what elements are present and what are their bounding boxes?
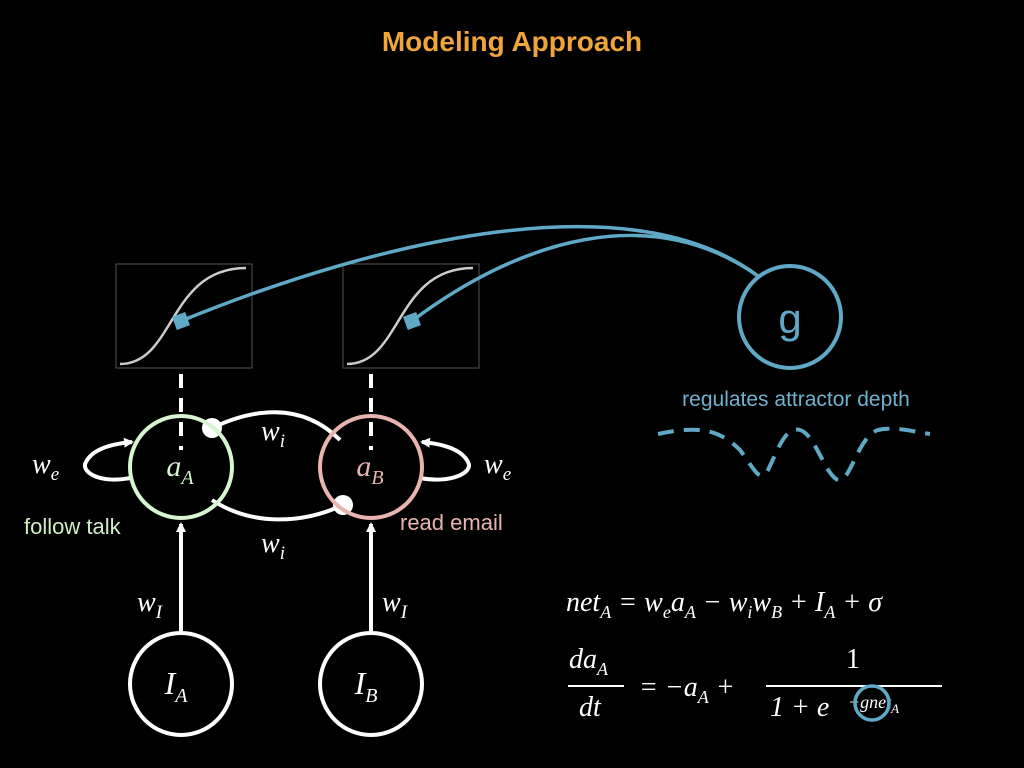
- weight-wi-bottom: wi: [261, 528, 285, 564]
- self-loop-a: [82, 437, 134, 482]
- node-g-label: g: [778, 295, 801, 342]
- inhibit-b-to-a: [211, 410, 342, 442]
- gain-marker-b-icon: [403, 312, 421, 330]
- weight-wI-right: wI: [382, 587, 409, 623]
- self-loop-b: [419, 437, 471, 482]
- label-follow-talk: follow talk: [24, 514, 122, 539]
- node-aA-label: aA: [166, 450, 194, 489]
- svg-text:dt: dt: [579, 692, 602, 723]
- label-read-email: read email: [400, 510, 503, 535]
- node-aB-label: aB: [356, 450, 383, 489]
- attractor-landscape: [657, 426, 931, 483]
- node-aB: [318, 414, 424, 520]
- regulates-label: regulates attractor depth: [682, 388, 910, 411]
- node-IB: [318, 631, 424, 737]
- sigmoid-curve-icon: [346, 266, 474, 366]
- node-aA: [128, 414, 234, 520]
- node-IA: [128, 631, 234, 737]
- node-IA-label: IA: [164, 665, 189, 707]
- slide-title: Modeling Approach: [381, 26, 643, 57]
- inhibitory-dot-bottom-icon: [333, 495, 353, 515]
- weight-wi-top: wi: [261, 416, 285, 452]
- gain-link-b: [410, 233, 760, 323]
- sigmoid-plot-b: [342, 263, 480, 369]
- node-IB-label: IB: [354, 665, 378, 707]
- weight-wI-left: wI: [137, 587, 164, 623]
- weight-we-right: we: [484, 449, 511, 485]
- gain-marker-a-icon: [172, 312, 190, 330]
- svg-text:1: 1: [846, 644, 860, 675]
- equation-net: netA = weaA − wiwB + IA + σ: [566, 587, 883, 622]
- weight-we-left: we: [32, 449, 59, 485]
- inhibit-a-to-b: [210, 498, 344, 522]
- node-g: [737, 264, 843, 370]
- svg-text:1 + e: 1 + e: [770, 692, 829, 723]
- gain-highlight-circle: [853, 684, 891, 722]
- svg-text:= −aA +: = −aA +: [632, 672, 742, 707]
- svg-text:daA: daA: [569, 644, 609, 679]
